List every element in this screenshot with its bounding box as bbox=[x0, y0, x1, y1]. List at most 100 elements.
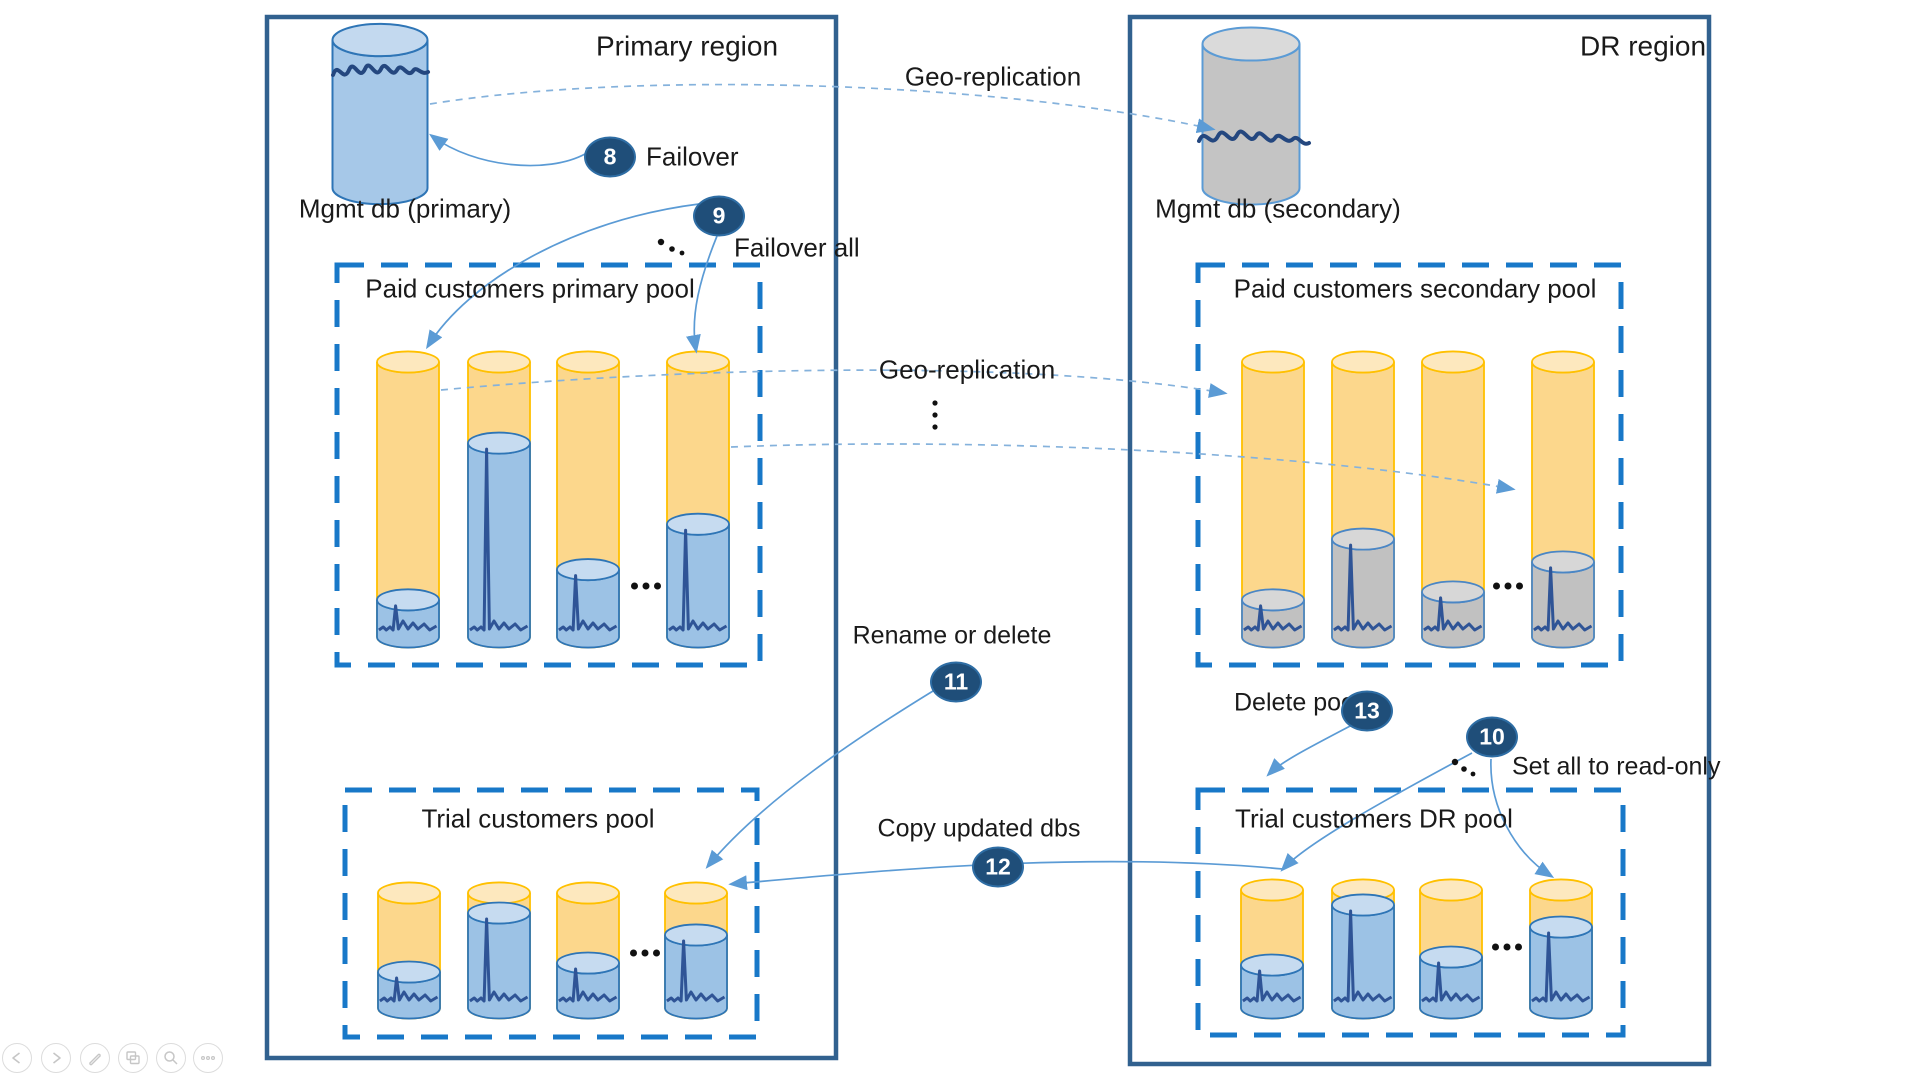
more-databases-ellipsis bbox=[1515, 943, 1522, 951]
vertical-ellipsis-dot bbox=[932, 412, 938, 418]
geo-replication-mid-arrow-2 bbox=[730, 443, 1516, 494]
more-databases-ellipsis bbox=[630, 949, 637, 957]
database-cylinder bbox=[1240, 878, 1304, 1020]
database-cylinder bbox=[467, 881, 531, 1020]
database-cylinder bbox=[666, 350, 730, 649]
more-databases-ellipsis bbox=[1516, 582, 1523, 590]
step-badge-11: 11 bbox=[930, 661, 982, 703]
activity-squiggle bbox=[331, 63, 430, 77]
diagonal-ellipsis-dots bbox=[1451, 758, 1476, 777]
geo-replication-top-label: Geo-replication bbox=[904, 61, 1082, 92]
pool-trial-dr-border bbox=[1195, 787, 1626, 1038]
diagonal-ellipsis-dots bbox=[657, 238, 685, 256]
previous-slide-button[interactable] bbox=[2, 1043, 32, 1073]
primary-region-box bbox=[264, 14, 839, 1061]
read-only-arrow-right bbox=[1490, 758, 1555, 879]
database-cylinder bbox=[664, 881, 728, 1020]
more-databases-ellipsis bbox=[653, 949, 660, 957]
vertical-ellipsis-dot bbox=[932, 424, 938, 430]
database-cylinder bbox=[377, 881, 441, 1020]
usage-sparkline bbox=[666, 939, 726, 1003]
more-databases-ellipsis bbox=[1492, 943, 1499, 951]
previous-icon bbox=[12, 1052, 20, 1064]
pen-icon bbox=[89, 1053, 101, 1066]
mgmt-db-secondary-label: Mgmt db (secondary) bbox=[1155, 193, 1401, 224]
pool-trial-primary-border bbox=[342, 787, 760, 1040]
geo-replication-top-arrow bbox=[429, 83, 1216, 134]
database-cylinder bbox=[1331, 350, 1395, 649]
delete-pool-arrow bbox=[1266, 724, 1353, 777]
zoom-icon bbox=[164, 1051, 178, 1065]
zoom-button[interactable] bbox=[156, 1043, 186, 1073]
pen-button[interactable] bbox=[80, 1043, 110, 1073]
usage-sparkline bbox=[469, 447, 529, 632]
dr-region-box bbox=[1127, 14, 1712, 1067]
pool-paid-secondary bbox=[1195, 262, 1624, 668]
next-slide-button[interactable] bbox=[41, 1043, 71, 1073]
step-badge-13: 13 bbox=[1341, 690, 1393, 732]
more-icon bbox=[201, 1056, 216, 1061]
paid-primary-pool-title: Paid customers primary pool bbox=[365, 273, 695, 304]
pool-paid-primary-border bbox=[334, 262, 763, 668]
pool-paid-secondary-border bbox=[1195, 262, 1624, 668]
next-icon bbox=[53, 1052, 61, 1064]
pool-paid-primary bbox=[334, 262, 763, 668]
delete-pool-label: Delete pool bbox=[1234, 688, 1361, 717]
more-databases-ellipsis bbox=[641, 949, 649, 957]
failover-arrow bbox=[428, 133, 586, 167]
pool-trial-dr bbox=[1195, 787, 1626, 1038]
rename-or-delete-arrow bbox=[705, 690, 934, 869]
slides-button[interactable] bbox=[118, 1043, 148, 1073]
activity-squiggle bbox=[1197, 129, 1311, 146]
failover-all-arrow-right bbox=[686, 235, 718, 354]
vertical-ellipsis-dot bbox=[932, 400, 938, 406]
paid-secondary-pool-title: Paid customers secondary pool bbox=[1233, 273, 1597, 304]
usage-sparkline bbox=[378, 604, 438, 632]
more-databases-ellipsis bbox=[1504, 582, 1512, 590]
database-cylinder bbox=[1241, 350, 1305, 649]
mgmt-db-primary-label: Mgmt db (primary) bbox=[298, 193, 512, 224]
database-cylinder bbox=[467, 350, 531, 649]
pool-trial-primary bbox=[342, 787, 760, 1040]
dr-region-title: DR region bbox=[1579, 30, 1707, 62]
set-all-read-only-label: Set all to read-only bbox=[1512, 752, 1721, 781]
step-badge-9: 9 bbox=[693, 195, 745, 237]
more-databases-ellipsis bbox=[631, 582, 638, 590]
usage-sparkline bbox=[558, 574, 618, 632]
step-badge-12: 12 bbox=[972, 846, 1024, 888]
database-cylinder bbox=[556, 881, 620, 1020]
read-only-arrow-left bbox=[1280, 752, 1473, 872]
usage-sparkline bbox=[1531, 931, 1591, 1003]
usage-sparkline bbox=[1242, 969, 1302, 1003]
more-databases-ellipsis bbox=[1503, 943, 1511, 951]
mgmt-db-primary-cylinder bbox=[331, 22, 430, 206]
more-databases-ellipsis bbox=[642, 582, 650, 590]
usage-sparkline bbox=[1423, 596, 1483, 632]
step-badge-8: 8 bbox=[584, 136, 636, 178]
failover-all-arrow-left bbox=[426, 203, 700, 350]
database-cylinder bbox=[1531, 350, 1595, 649]
database-cylinder bbox=[1419, 878, 1483, 1020]
geo-replication-mid-arrow-1 bbox=[440, 369, 1228, 398]
usage-sparkline bbox=[1333, 909, 1393, 1003]
usage-sparkline bbox=[469, 917, 529, 1003]
usage-sparkline bbox=[558, 967, 618, 1003]
geo-replication-mid-label: Geo-replication bbox=[878, 354, 1056, 385]
mgmt-db-secondary-cylinder bbox=[1197, 26, 1311, 206]
trial-dr-pool-title: Trial customers DR pool bbox=[1235, 803, 1513, 834]
trial-primary-pool-title: Trial customers pool bbox=[421, 803, 655, 834]
usage-sparkline bbox=[1333, 543, 1393, 632]
rename-or-delete-label: Rename or delete bbox=[852, 621, 1052, 650]
more-options-button[interactable] bbox=[193, 1043, 223, 1073]
failover-label: Failover bbox=[646, 141, 739, 172]
primary-region-title: Primary region bbox=[595, 30, 779, 62]
database-cylinder bbox=[1529, 878, 1593, 1020]
usage-sparkline bbox=[1421, 961, 1481, 1003]
database-cylinder bbox=[376, 350, 440, 649]
database-cylinder bbox=[556, 350, 620, 649]
copy-updated-dbs-label: Copy updated dbs bbox=[877, 814, 1081, 843]
more-databases-ellipsis bbox=[654, 582, 661, 590]
database-cylinder bbox=[1421, 350, 1485, 649]
usage-sparkline bbox=[1243, 604, 1303, 632]
step-badge-10: 10 bbox=[1466, 716, 1518, 758]
